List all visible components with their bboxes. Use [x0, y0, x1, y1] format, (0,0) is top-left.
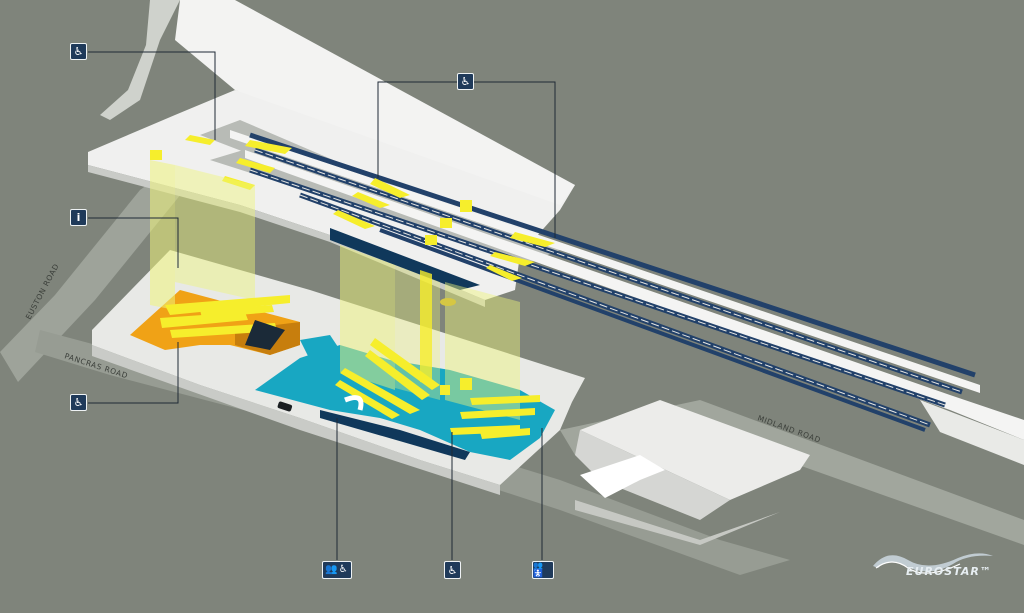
concourse-escalators — [160, 295, 540, 439]
toilets-baby-change-icon[interactable]: 👥🚼 — [532, 561, 554, 579]
information-icon[interactable]: i — [70, 209, 87, 226]
eurostar-logo-swirl — [873, 553, 993, 574]
eurostar-logo-text: EUROSTAR™ — [906, 565, 992, 578]
wheelchair-icon[interactable]: ♿ — [70, 394, 87, 411]
trains — [230, 130, 1024, 465]
wheelchair-icon[interactable]: ♿ — [70, 43, 87, 60]
wheelchair-icon[interactable]: ♿ — [457, 73, 474, 90]
toilets-accessible-icon[interactable]: 👥♿ — [322, 561, 352, 579]
car — [277, 401, 293, 412]
leader-lines — [88, 51, 556, 560]
road-ramp — [100, 0, 180, 120]
departures-barrier — [320, 410, 470, 460]
platform-escalators — [150, 135, 555, 281]
wheelchair-icon[interactable]: ♿ — [444, 561, 461, 579]
euston-road-surface — [0, 172, 190, 382]
building-east — [580, 400, 810, 500]
